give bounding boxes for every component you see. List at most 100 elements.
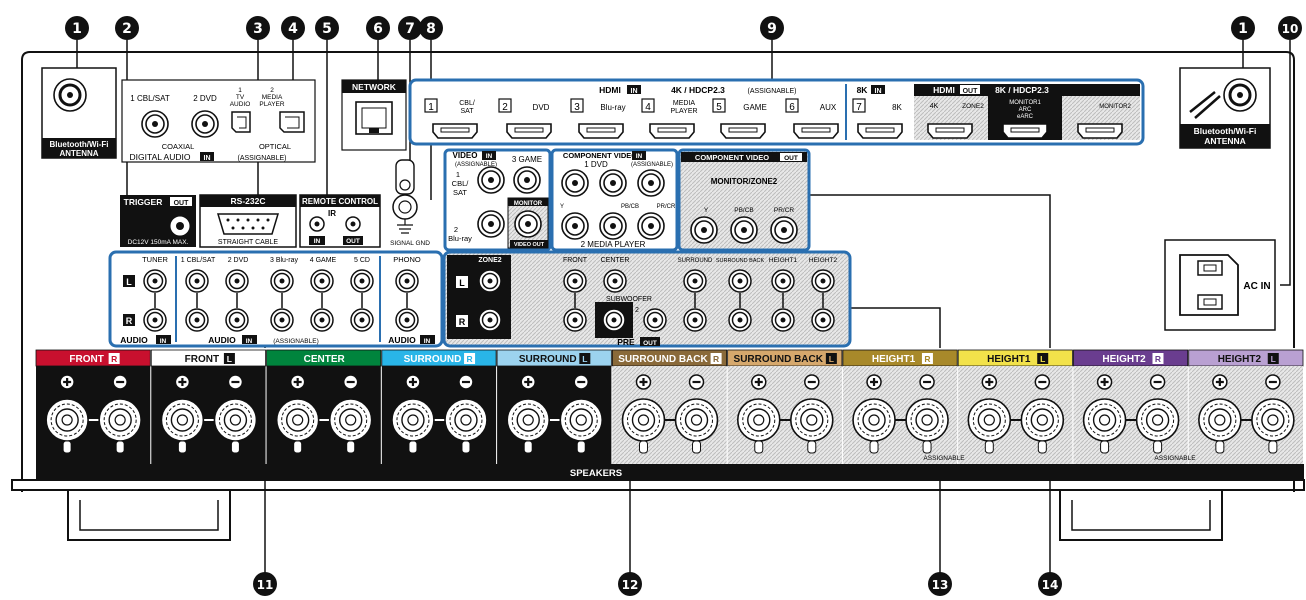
preout-surround-back-r-jack[interactable] xyxy=(728,308,752,332)
preout-subwoofer-2-jack[interactable] xyxy=(643,308,667,332)
speaker-terminal-positive[interactable] xyxy=(45,398,89,442)
speaker-channel-label: FRONT xyxy=(185,354,219,365)
hdmi-in-6-port[interactable] xyxy=(793,123,839,139)
preout-surround-l-jack[interactable] xyxy=(683,269,707,293)
audio-tuner-l-jack[interactable] xyxy=(143,269,167,293)
speaker-terminal-negative[interactable] xyxy=(674,398,719,442)
speaker-terminal-positive[interactable] xyxy=(1198,398,1242,442)
audio-in-2-l-jack[interactable] xyxy=(225,269,249,293)
preout-height1-l-jack[interactable] xyxy=(771,269,795,293)
network-port[interactable]: NETWORK xyxy=(341,79,407,151)
audio-tuner-r-jack[interactable] xyxy=(143,308,167,332)
hdmi-in-3-port[interactable] xyxy=(578,123,624,139)
speaker-terminal-negative[interactable] xyxy=(1135,398,1180,442)
component-in-1-pr-jack[interactable] xyxy=(637,169,665,197)
audio-in-5-r-jack[interactable] xyxy=(350,308,374,332)
hdmi-in-2-port[interactable] xyxy=(506,123,552,139)
callout-14: 14 xyxy=(1038,572,1062,596)
speaker-terminal-negative[interactable] xyxy=(1020,398,1065,442)
component-in-2-y-jack[interactable] xyxy=(561,212,589,240)
component-in-1-pb-jack[interactable] xyxy=(599,169,627,197)
speaker-terminal-positive[interactable] xyxy=(621,398,666,442)
preout-front-l-jack[interactable] xyxy=(563,269,587,293)
antenna-label: ANTENNA xyxy=(59,149,98,158)
hdmi-in-7-port[interactable] xyxy=(857,123,903,139)
trigger-out-jack[interactable]: TRIGGER OUT DC12V 150mA MAX. xyxy=(120,195,196,247)
speaker-terminal-negative[interactable] xyxy=(1251,398,1295,442)
speaker-terminal-negative[interactable] xyxy=(98,398,142,442)
video-in-3-jack[interactable] xyxy=(513,166,541,194)
svg-text:7: 7 xyxy=(405,21,415,37)
speaker-terminal-positive[interactable] xyxy=(391,398,435,442)
hdmi-out-monitor2-port[interactable] xyxy=(1077,123,1123,139)
preout-height2-l-jack[interactable] xyxy=(811,269,835,293)
preout-center-jack[interactable] xyxy=(603,269,627,293)
hdmi-in-1-port[interactable] xyxy=(432,123,478,139)
audio-in-4-l-jack[interactable] xyxy=(310,269,334,293)
speaker-terminal-negative[interactable] xyxy=(328,398,373,442)
component-in-2-pb-jack[interactable] xyxy=(599,212,627,240)
svg-text:L: L xyxy=(126,277,132,287)
preout-surround-r-jack[interactable] xyxy=(683,308,707,332)
speaker-terminal-negative[interactable] xyxy=(444,398,488,442)
hdmi-in-4-port[interactable] xyxy=(649,123,695,139)
audio-phono-l-jack[interactable] xyxy=(395,269,419,293)
hdmi-in-label: PLAYER xyxy=(670,108,697,115)
preout-subwoofer-1-jack[interactable] xyxy=(602,308,626,332)
audio-in-5-l-jack[interactable] xyxy=(350,269,374,293)
component-out-pr-jack[interactable] xyxy=(770,216,798,244)
speaker-terminal-negative[interactable] xyxy=(789,398,834,442)
audio-in-4-r-jack[interactable] xyxy=(310,308,334,332)
speaker-terminal-positive[interactable] xyxy=(736,398,781,442)
speaker-terminal-positive[interactable] xyxy=(160,398,205,442)
rs232c-port[interactable]: RS-232C STRAIGHT CABLE xyxy=(199,194,297,248)
callout-13: 13 xyxy=(928,572,952,596)
digital-audio-section: 1 CBL/SAT 2 DVD 1 TV AUDIO 2 MEDIA PLAYE… xyxy=(121,79,316,163)
analog-audio-in-section: TUNER L R AUDIO IN 1 CBL/SAT 2 DVD 3 Blu… xyxy=(108,250,444,348)
speaker-terminal-negative[interactable] xyxy=(559,398,604,442)
signal-gnd-terminal[interactable]: SIGNAL GND xyxy=(390,159,430,247)
speaker-terminal-positive[interactable] xyxy=(506,398,551,442)
preout-height1-r-jack[interactable] xyxy=(771,308,795,332)
component-out-pb-jack[interactable] xyxy=(730,216,758,244)
svg-text:8K: 8K xyxy=(857,85,869,95)
speaker-terminal-negative[interactable] xyxy=(213,398,258,442)
component-video-out-section: COMPONENT VIDEO OUT MONITOR/ZONE2 Y PB/C… xyxy=(677,148,811,252)
optical-jack-2[interactable] xyxy=(279,111,305,133)
audio-phono-r-jack[interactable] xyxy=(395,308,419,332)
component-in-2-pr-jack[interactable] xyxy=(637,212,665,240)
negative-terminal-icon xyxy=(573,374,589,390)
preout-surround-back-l-jack[interactable] xyxy=(728,269,752,293)
preout-zone2-r-jack[interactable] xyxy=(478,308,502,332)
audio-in-2-r-jack[interactable] xyxy=(225,308,249,332)
coaxial-jack-2[interactable] xyxy=(191,110,219,138)
audio-in-3-l-jack[interactable] xyxy=(270,269,294,293)
coaxial-jack-1[interactable] xyxy=(141,110,169,138)
antenna-connector-left[interactable]: Bluetooth/Wi-Fi ANTENNA xyxy=(41,67,117,159)
svg-text:10: 10 xyxy=(1282,22,1299,36)
svg-text:1: 1 xyxy=(456,170,460,179)
speaker-terminal-positive[interactable] xyxy=(852,398,896,442)
audio-in-1-r-jack[interactable] xyxy=(185,308,209,332)
preout-front-r-jack[interactable] xyxy=(563,308,587,332)
positive-terminal-icon xyxy=(405,374,421,390)
ac-inlet[interactable]: AC IN xyxy=(1164,239,1276,331)
component-in-1-y-jack[interactable] xyxy=(561,169,589,197)
hdmi-out-monitor1-port[interactable] xyxy=(1002,123,1048,139)
component-out-y-jack[interactable] xyxy=(690,216,718,244)
speaker-terminal-positive[interactable] xyxy=(1082,398,1127,442)
antenna-connector-right[interactable]: Bluetooth/Wi-Fi ANTENNA xyxy=(1179,67,1271,149)
optical-jack-1[interactable] xyxy=(231,111,251,133)
speaker-terminal-negative[interactable] xyxy=(905,398,949,442)
video-in-1-jack[interactable] xyxy=(477,166,505,194)
preout-zone2-l-jack[interactable] xyxy=(478,269,502,293)
video-out-monitor-jack[interactable] xyxy=(514,210,542,238)
hdmi-in-5-port[interactable] xyxy=(720,123,766,139)
audio-in-3-r-jack[interactable] xyxy=(270,308,294,332)
speaker-terminal-positive[interactable] xyxy=(967,398,1012,442)
audio-in-1-l-jack[interactable] xyxy=(185,269,209,293)
hdmi-out-4k-port[interactable] xyxy=(927,123,973,139)
preout-height2-r-jack[interactable] xyxy=(811,308,835,332)
speaker-terminal-positive[interactable] xyxy=(275,398,320,442)
video-in-2-jack[interactable] xyxy=(477,210,505,238)
